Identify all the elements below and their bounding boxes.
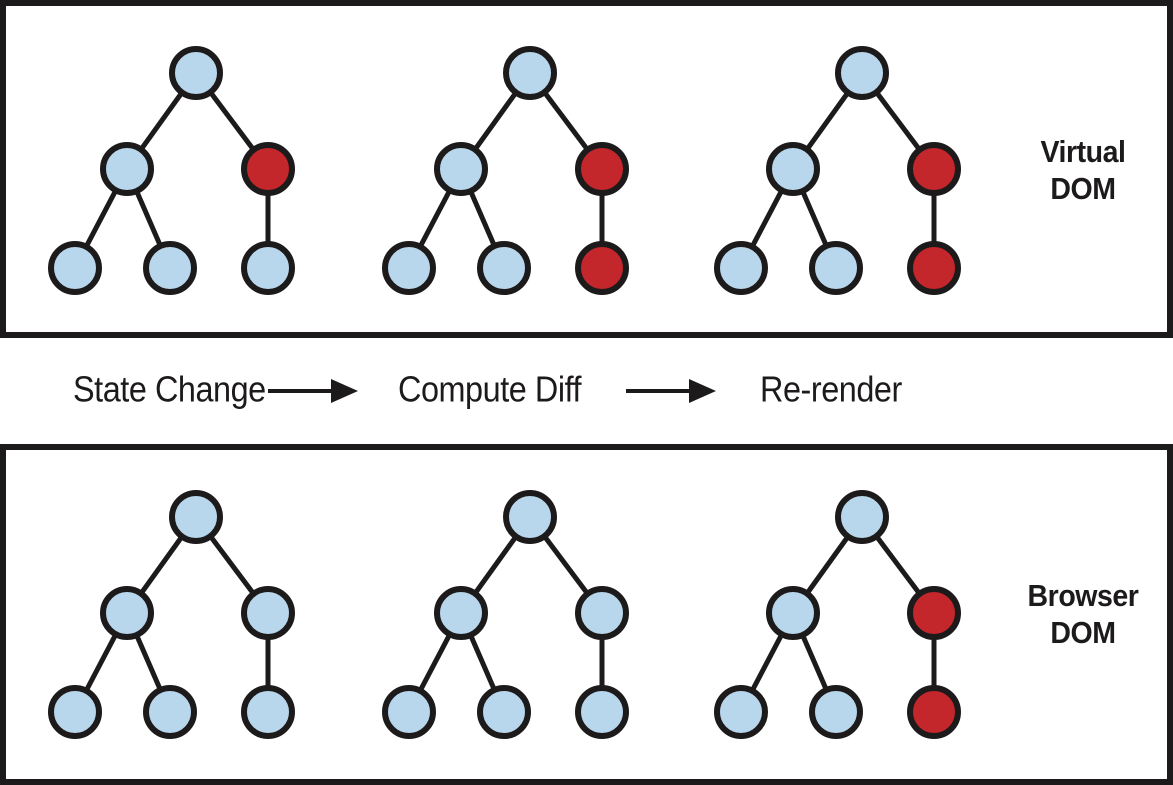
tree-node-ll-blue	[714, 685, 768, 739]
tree-node-root-blue	[169, 490, 223, 544]
vdom-tree-3	[714, 40, 964, 300]
tree-node-rc-blue	[241, 241, 295, 295]
tree-node-rc-red	[907, 241, 961, 295]
tree-node-rc-red	[907, 685, 961, 739]
tree-node-lr-blue	[143, 241, 197, 295]
virtual-dom-panel: Virtual DOM	[0, 0, 1173, 338]
process-flow-row: State Change Compute Diff Re-render	[0, 338, 1173, 444]
tree-node-right-red	[907, 586, 961, 640]
vdom-tree-1	[48, 40, 298, 300]
tree-node-lr-blue	[477, 685, 531, 739]
tree-node-ll-blue	[382, 685, 436, 739]
tree-node-left-blue	[766, 586, 820, 640]
tree-node-rc-blue	[241, 685, 295, 739]
browser-dom-label-line2: DOM	[1050, 615, 1116, 650]
browser-dom-panel: Browser DOM	[0, 444, 1173, 785]
tree-node-lr-blue	[143, 685, 197, 739]
tree-node-root-blue	[835, 490, 889, 544]
flow-step-compute-diff: Compute Diff	[398, 368, 582, 410]
tree-node-ll-blue	[48, 241, 102, 295]
tree-node-root-blue	[835, 46, 889, 100]
tree-node-ll-blue	[382, 241, 436, 295]
virtual-dom-label-line1: Virtual	[1040, 134, 1126, 169]
tree-node-lr-blue	[477, 241, 531, 295]
flow-step-re-render: Re-render	[760, 368, 902, 410]
tree-node-right-red	[575, 142, 629, 196]
tree-node-right-blue	[241, 586, 295, 640]
browser-tree-1	[48, 484, 298, 744]
virtual-dom-label: Virtual DOM	[1005, 133, 1161, 207]
browser-tree-3	[714, 484, 964, 744]
tree-node-lr-blue	[809, 241, 863, 295]
tree-node-root-blue	[503, 490, 557, 544]
tree-node-left-blue	[766, 142, 820, 196]
browser-dom-label-line1: Browser	[1027, 578, 1139, 613]
tree-node-left-blue	[434, 142, 488, 196]
tree-node-rc-blue	[575, 685, 629, 739]
tree-node-lr-blue	[809, 685, 863, 739]
tree-node-ll-blue	[714, 241, 768, 295]
tree-node-right-red	[907, 142, 961, 196]
tree-node-rc-red	[575, 241, 629, 295]
flow-step-state-change: State Change	[73, 368, 266, 410]
tree-node-right-red	[241, 142, 295, 196]
tree-node-left-blue	[100, 586, 154, 640]
tree-node-right-blue	[575, 586, 629, 640]
arrow-right-icon	[268, 379, 358, 403]
tree-node-root-blue	[169, 46, 223, 100]
browser-tree-2	[382, 484, 632, 744]
virtual-dom-label-line2: DOM	[1050, 171, 1116, 206]
vdom-tree-2	[382, 40, 632, 300]
tree-node-root-blue	[503, 46, 557, 100]
tree-node-left-blue	[100, 142, 154, 196]
arrow-right-icon	[626, 379, 716, 403]
tree-node-left-blue	[434, 586, 488, 640]
tree-node-ll-blue	[48, 685, 102, 739]
browser-dom-label: Browser DOM	[1005, 577, 1161, 651]
